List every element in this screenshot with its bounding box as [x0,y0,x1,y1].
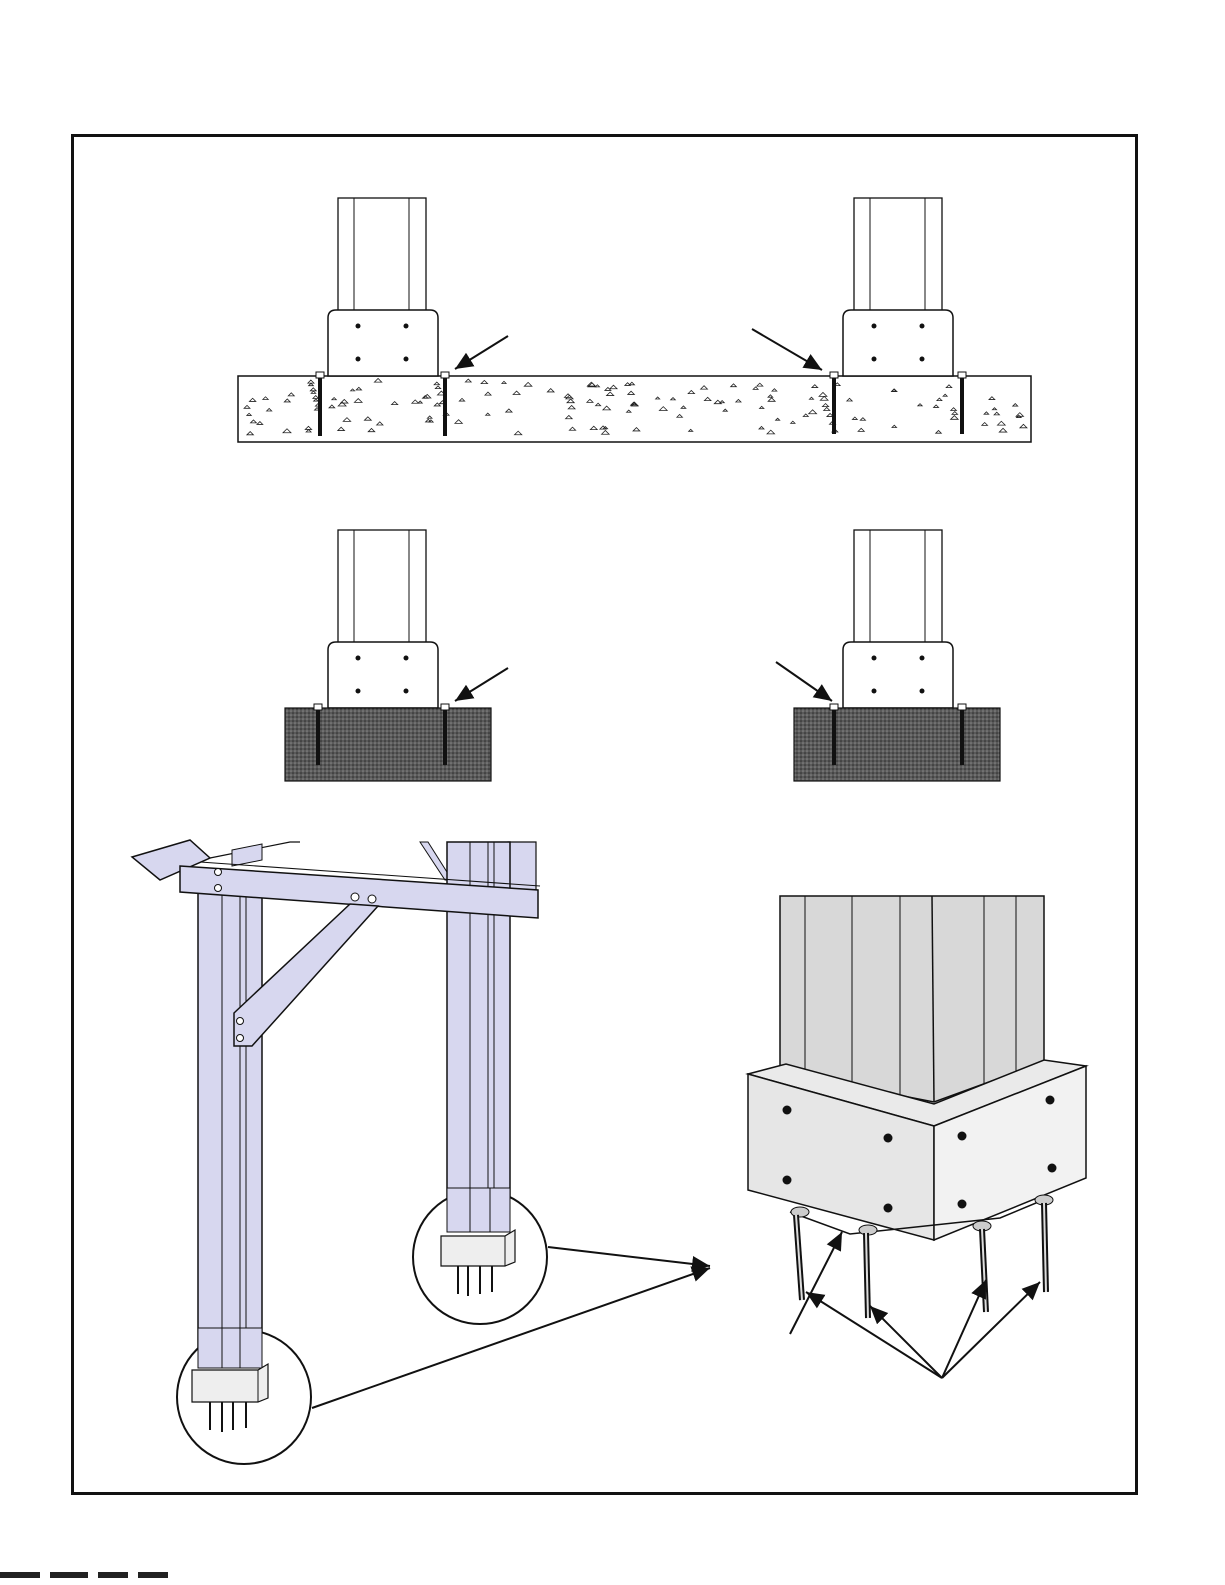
footer-mark [98,1572,128,1578]
anchor-bolt [859,1225,877,1318]
frame-post-left [198,886,262,1368]
arrow-callout [942,1280,986,1378]
arrow-callout [870,1306,942,1378]
arrow-callout [455,336,508,369]
footer-mark [50,1572,88,1578]
arrow-callout [776,662,832,701]
soil-footing [285,708,491,781]
detail-post [780,896,1044,1102]
footer-mark [0,1572,40,1578]
footings-panel [285,530,1000,781]
arrow-callout [806,1292,942,1378]
anchor-bolt [973,1221,991,1312]
arrow-callout [942,1282,1040,1378]
soil-footing [794,708,1000,781]
arrow-callout [752,329,822,370]
footer-mark [138,1572,168,1578]
post-right-footing [794,530,1000,781]
post-base-detail-panel [748,896,1086,1378]
anchor-bolt [1035,1195,1053,1292]
anchor-bolt [791,1207,809,1300]
arrow-callout [548,1247,710,1266]
magnifier-circle [177,1328,311,1464]
arrow-callout [455,668,508,701]
post-left-footing [285,530,491,781]
magnifier-circle [413,1188,547,1324]
frame-perspective-panel [132,840,710,1464]
concrete-slab [238,376,1031,442]
concrete-slab-panel [238,198,1031,442]
